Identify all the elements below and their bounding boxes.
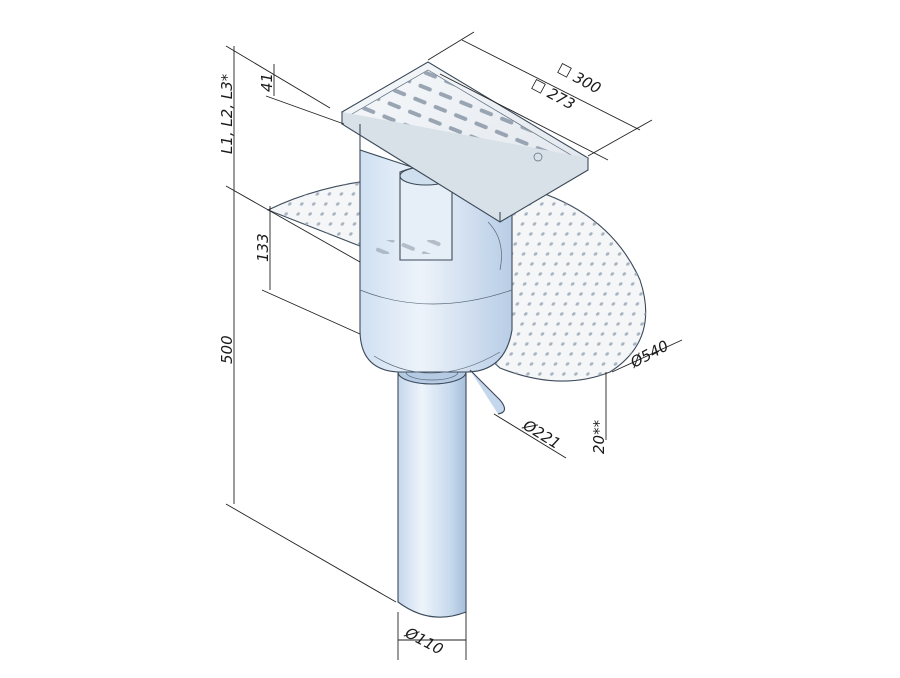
- outlet-pipe: [397, 359, 467, 618]
- dimension-lines: [225, 31, 683, 660]
- grate-frame: [340, 61, 590, 223]
- label-heights: L1, L2, L3*: [218, 73, 236, 154]
- label-body-diameter: Ø221: [519, 416, 564, 453]
- label-flange-offset: 20**: [590, 419, 608, 454]
- label-total-height: 500: [218, 335, 236, 364]
- label-grate-height: 41: [258, 73, 276, 92]
- label-upper-height: 133: [254, 233, 272, 262]
- label-outlet-diameter: Ø110: [401, 623, 446, 658]
